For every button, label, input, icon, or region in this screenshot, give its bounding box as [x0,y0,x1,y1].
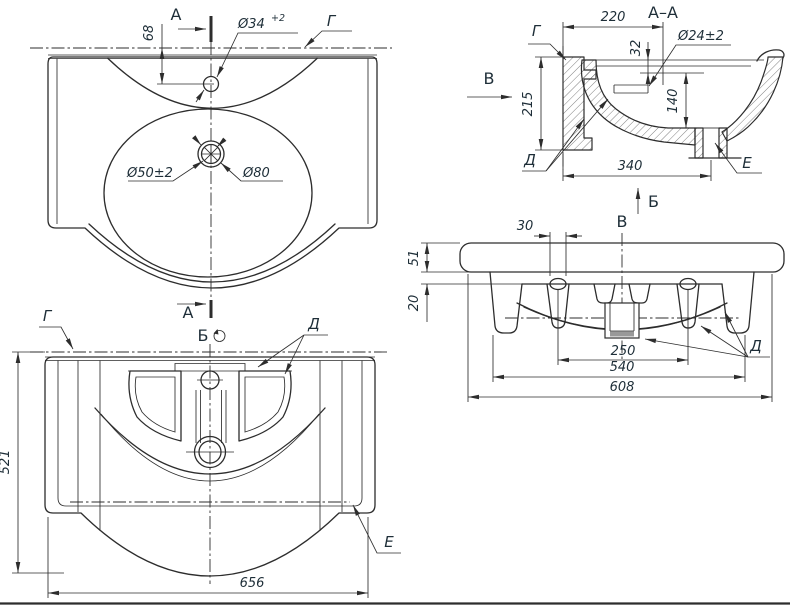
view-v-title: В [617,212,628,231]
dim-faucet-text: Ø34 [237,17,265,32]
rotated-view-icon [213,329,226,342]
dim-faucet-tolerance: +2 [271,13,285,24]
dim-overflow-leader [220,162,283,182]
dim-hole24-leader [648,44,731,87]
dim-656-extensions [47,517,369,598]
dim-drain-text: Ø50±2 [126,166,173,181]
overflow-channel-notch [174,363,246,371]
label-e-leader [714,142,762,174]
label-g: Г [532,22,542,40]
dim-faucet-leader [216,32,298,78]
label-d-leader-1 [545,118,585,172]
side-ribs [77,360,343,531]
drain-box-inner [609,303,635,332]
label-e-leader [352,504,401,554]
center-tab-right [628,283,651,304]
dim-30-text: 30 [517,219,534,234]
dim-608-text: 608 [610,380,635,395]
dim-140-text: 140 [666,89,681,114]
wing-left-outer [128,370,182,442]
dim-521-text: 521 [0,450,13,475]
drain-wall-left [694,127,704,159]
dim-608-extensions [467,274,773,402]
label-d-leader-1 [644,338,749,358]
label-d: Д [307,315,320,333]
dim-540-text: 540 [610,360,635,375]
view-b-title: Б [198,326,209,345]
wing-left-inner [134,376,176,433]
dim-250-extensions [557,290,689,365]
dim-340-text: 340 [618,159,643,174]
dim-250-text: 250 [611,344,636,359]
front-view: 68 А А Г Ø34 +2 Ø50±2 Ø80 [30,5,392,322]
side-wall-inner-lines [56,58,369,224]
label-d: Д [749,337,762,355]
dim-overflow-text: Ø80 [242,166,270,181]
view-v: В 30 51 20 250 540 [407,212,785,402]
basin-back-arc [107,57,318,109]
dim-215-extensions [535,56,563,151]
basin-ellipse [103,108,313,278]
dim-215-text: 215 [521,92,536,117]
label-e: Е [742,154,752,172]
front-bulge-inner-arc [88,223,336,283]
view-b: Б Г Д 521 [0,307,401,598]
dim-220-text: 220 [601,10,626,25]
label-d-leader-2 [700,325,749,358]
sink-body-outline [47,56,378,289]
section-aa-view: А–А В Г 220 32 Ø24±2 215 140 [467,3,785,214]
label-d-leader-1 [257,334,305,368]
drain-channel [195,390,227,443]
overflow-slot [613,84,649,94]
section-letter-top: А [171,5,182,24]
dim-overflow-leader-far [192,135,202,146]
label-g-leader [39,326,74,350]
dim-521-extensions [12,351,64,574]
dim-656-text: 656 [240,576,265,591]
drain-box-shade [610,331,634,337]
dim-540-extensions [492,335,746,382]
wing-right-inner [244,376,286,433]
view-v-letter: В [484,69,495,88]
overflow-drain-symbol [197,140,225,168]
dim-faucet-leader-far [195,89,205,103]
dim-32-text: 32 [629,40,644,57]
label-d-leader-3 [724,311,749,358]
label-g: Г [43,307,53,325]
label-d-leader-2 [545,98,609,172]
dim-drain-leader [128,160,204,182]
section-title: А–А [648,3,678,22]
cut-b-letter: Б [648,192,659,211]
rim-curl [756,49,785,62]
label-g-leader [528,43,567,61]
wing-right-outer [238,370,292,442]
label-d: Д [523,151,536,169]
bowl-underside-arc-1 [94,407,326,475]
dim-51-20-extensions [421,242,550,285]
mount-hole-right [679,277,697,291]
boss-right [721,271,755,334]
sink-body-outline [44,356,376,577]
label-g: Г [327,12,337,30]
dim-hole24-text: Ø24±2 [677,29,724,44]
label-g-leader [304,30,352,48]
dim-51-text: 51 [407,250,422,267]
boss-left [489,271,523,334]
dim-20-text: 20 [407,295,422,312]
center-tab-left [593,283,616,304]
rim-top-edges [48,54,377,59]
bowl-underside-arc-2 [100,413,320,482]
rim-top-lines [596,59,764,67]
dim-68-text: 68 [142,25,157,42]
front-apron-section [721,56,784,142]
label-e: Е [384,533,394,551]
label-d-leader-2 [284,334,305,375]
dim-drain-leader-far [216,137,227,148]
dim-30-extensions [549,232,567,276]
section-letter-bottom: А [183,303,194,322]
